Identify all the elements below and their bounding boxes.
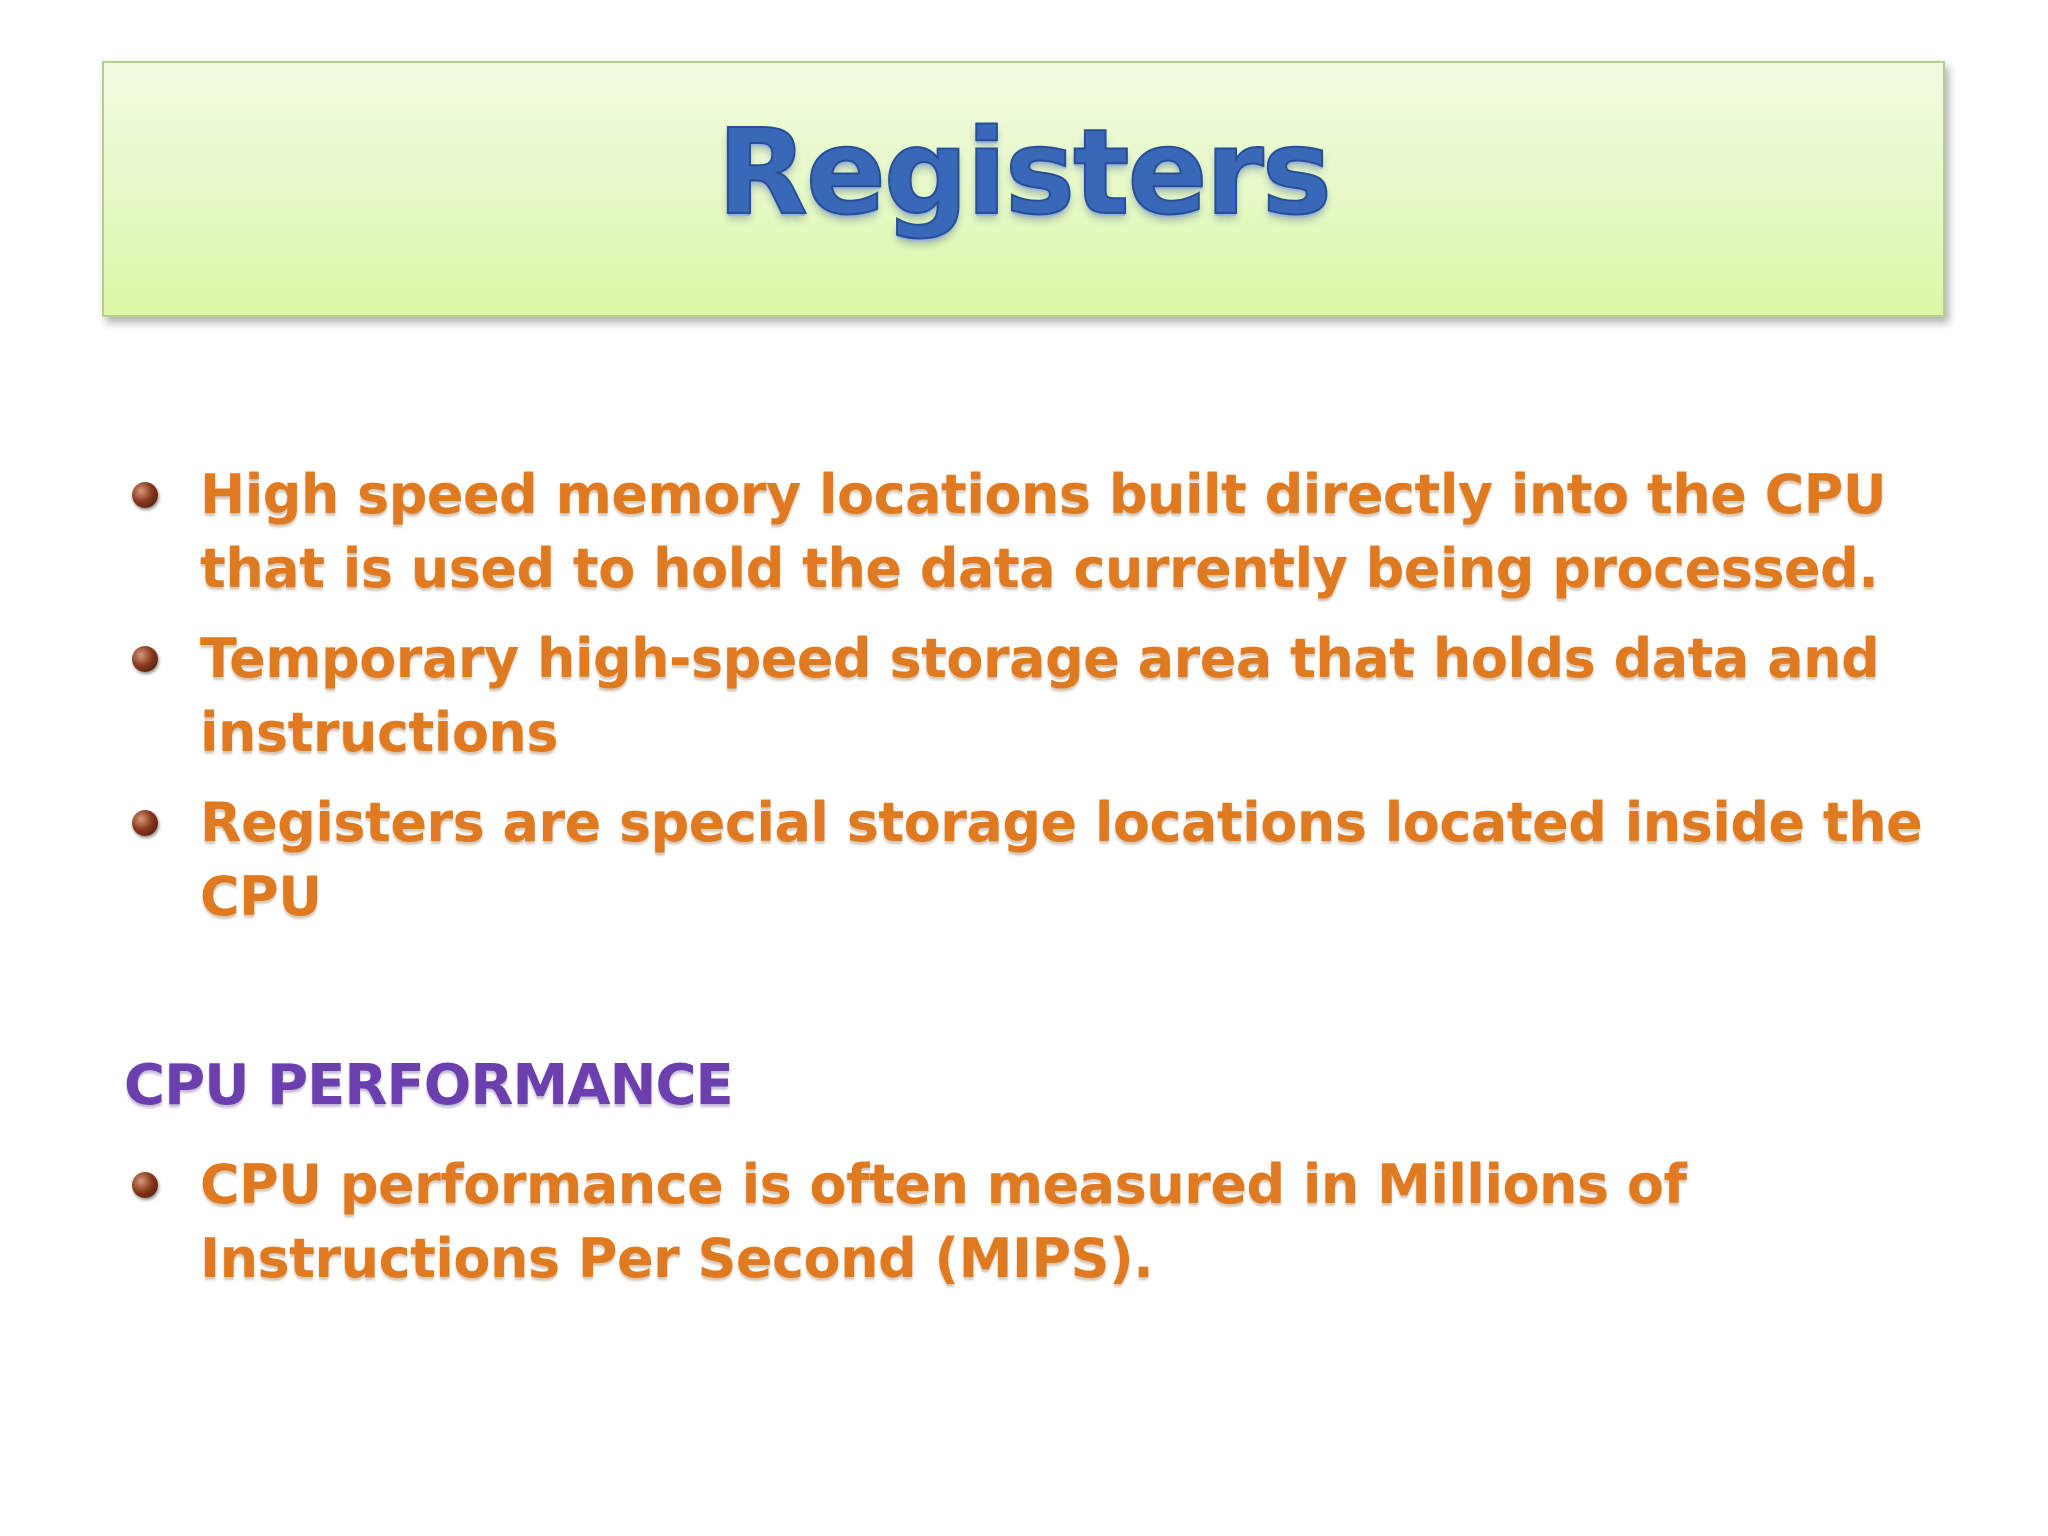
bullet-item: Registers are special storage locations …: [128, 786, 1948, 934]
slide-title: Registers: [716, 103, 1333, 241]
bullet-text: Temporary high-speed storage area that h…: [200, 627, 1880, 764]
round-bullet-icon: [132, 482, 158, 508]
bullet-list: High speed memory locations built direct…: [128, 458, 1948, 950]
round-bullet-icon: [132, 1172, 158, 1198]
bullet-text: Registers are special storage locations …: [200, 791, 1923, 928]
round-bullet-icon: [132, 646, 158, 672]
performance-bullet-list: CPU performance is often measured in Mil…: [128, 1148, 1948, 1312]
bullet-item: High speed memory locations built direct…: [128, 458, 1948, 606]
round-bullet-icon: [132, 810, 158, 836]
bullet-item: Temporary high-speed storage area that h…: [128, 622, 1948, 770]
bullet-item: CPU performance is often measured in Mil…: [128, 1148, 1948, 1296]
title-box: Registers: [102, 61, 1945, 317]
bullet-text: CPU performance is often measured in Mil…: [200, 1153, 1687, 1290]
section-heading: CPU PERFORMANCE: [124, 1053, 734, 1118]
bullet-text: High speed memory locations built direct…: [200, 463, 1887, 600]
